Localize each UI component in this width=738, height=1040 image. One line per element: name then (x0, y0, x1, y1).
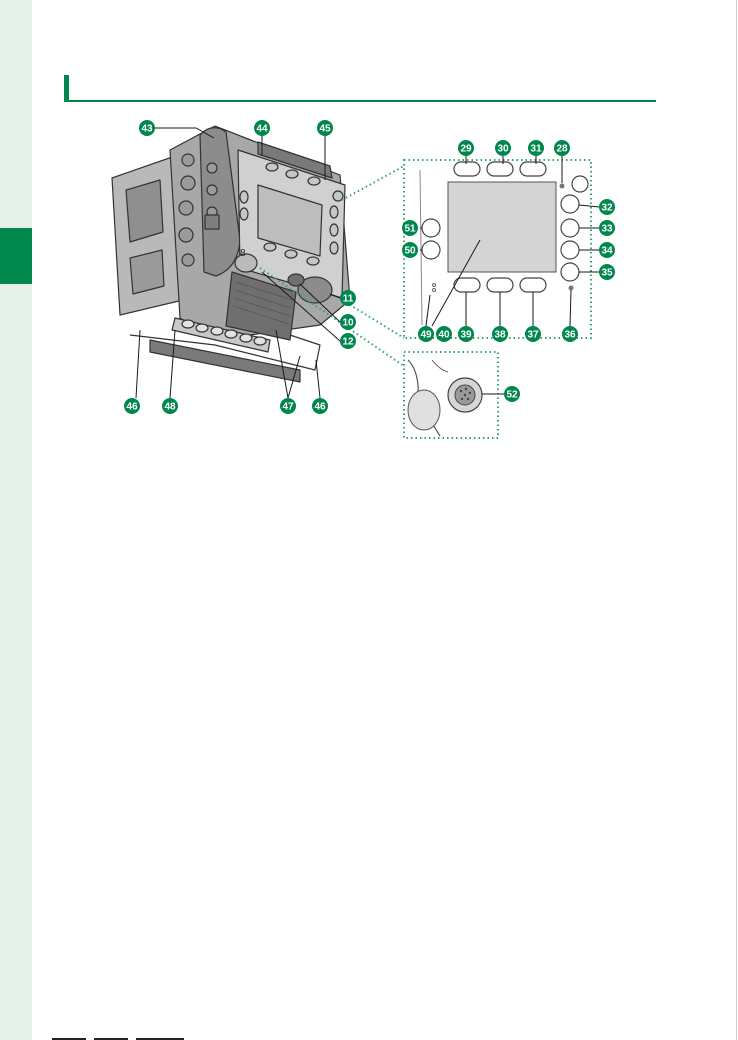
callout-46-left: 46 (124, 398, 140, 414)
callout-36: 36 (562, 326, 578, 342)
callout-28: 28 (554, 140, 570, 156)
callout-51: 51 (402, 220, 418, 236)
callout-50: 50 (402, 242, 418, 258)
callout-38-number: 38 (494, 330, 506, 341)
callout-37: 37 (525, 326, 541, 342)
callout-47-number: 47 (282, 402, 294, 413)
callout-49-number: 49 (420, 330, 432, 341)
callout-43: 43 (139, 120, 155, 136)
callout-30: 30 (495, 140, 511, 156)
callout-36-number: 36 (564, 330, 576, 341)
connector-inset (404, 352, 498, 438)
callout-11: 11 (340, 290, 356, 306)
front-knob (288, 274, 304, 286)
callout-39: 39 (458, 326, 474, 342)
callout-31: 31 (528, 140, 544, 156)
callout-37-number: 37 (527, 330, 539, 341)
callout-43-number: 43 (141, 124, 153, 135)
page-bottom-marks (36, 1030, 196, 1040)
callout-30-number: 30 (497, 144, 509, 155)
callout-35: 35 (599, 264, 615, 280)
callout-11-number: 11 (343, 294, 354, 305)
callout-34: 34 (599, 242, 615, 258)
callout-45-number: 45 (319, 124, 331, 135)
callout-10-number: 10 (342, 318, 354, 329)
callout-33-number: 33 (601, 224, 613, 235)
callout-33: 33 (599, 220, 615, 236)
camera-body-illustration (112, 126, 350, 382)
callout-40: 40 (436, 326, 452, 342)
remote-socket (235, 254, 257, 272)
battery-plate-slot (126, 180, 163, 242)
callout-40-number: 40 (438, 330, 450, 341)
callout-44-number: 44 (256, 124, 268, 135)
callout-48: 48 (162, 398, 178, 414)
callout-52: 52 (504, 386, 520, 402)
callout-12: 12 (340, 333, 356, 349)
callout-45: 45 (317, 120, 333, 136)
battery-plate-slot-lower (130, 250, 164, 294)
callout-38: 38 (492, 326, 508, 342)
callout-32-number: 32 (601, 203, 613, 214)
body-label-8: 8 (240, 248, 246, 259)
callout-31-number: 31 (530, 144, 542, 155)
callout-47: 47 (280, 398, 296, 414)
callout-52-number: 52 (506, 390, 518, 401)
callout-35-number: 35 (601, 268, 613, 279)
callout-39-number: 39 (460, 330, 472, 341)
callout-29-number: 29 (460, 144, 472, 155)
callout-44: 44 (254, 120, 270, 136)
callout-48-number: 48 (164, 402, 176, 413)
callout-29: 29 (458, 140, 474, 156)
callout-46-right: 46 (312, 398, 328, 414)
callout-12-number: 12 (342, 337, 354, 348)
callout-10: 10 (340, 314, 356, 330)
callout-50-number: 50 (404, 246, 416, 257)
callout-51-number: 51 (404, 224, 416, 235)
callout-34-number: 34 (601, 246, 613, 257)
callout-49: 49 (418, 326, 434, 342)
callout-28-number: 28 (556, 144, 568, 155)
callout-32: 32 (599, 199, 615, 215)
callout-46-right-number: 46 (314, 402, 326, 413)
callout-46-left-number: 46 (126, 402, 138, 413)
camera-parts-diagram: 8 (0, 0, 738, 470)
